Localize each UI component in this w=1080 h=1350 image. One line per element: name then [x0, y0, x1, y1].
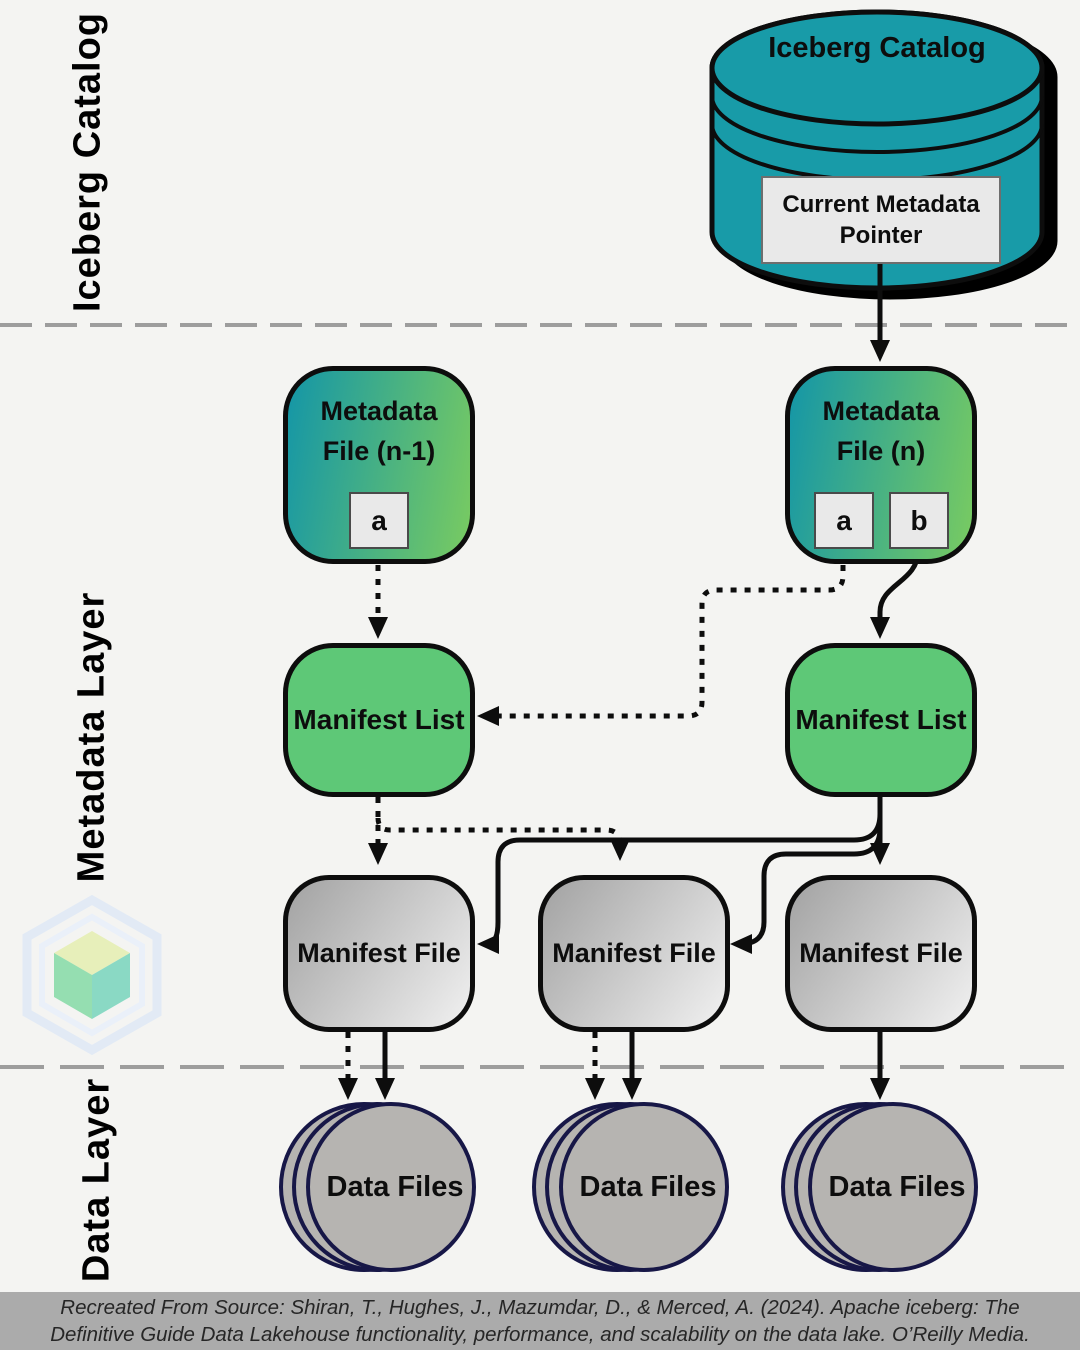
manifest-list-previous: Manifest List: [283, 643, 475, 797]
current-metadata-pointer: Current Metadata Pointer: [761, 176, 1001, 264]
arrow-manifest-list-left-to-manifest-file-middle: [375, 817, 630, 861]
metadata-file-n-title: Metadata File (n): [822, 396, 940, 466]
metadata-file-n-1-title: Metadata File (n-1): [320, 396, 438, 466]
data-files-stack-2: [532, 1102, 729, 1272]
layer-label-iceberg-catalog: Iceberg Catalog: [66, 11, 109, 313]
arrow-manifest-list-right-to-manifest-file-left: [477, 813, 883, 954]
data-files-stack-1: [279, 1102, 476, 1272]
snapshot-box-b: b: [889, 492, 949, 549]
source-citation: Recreated From Source: Shiran, T., Hughe…: [0, 1292, 1080, 1350]
data-files-stack-3: [781, 1102, 978, 1272]
snapshot-box-a: a: [349, 492, 409, 549]
manifest-file-3: Manifest File: [785, 875, 977, 1032]
layer-label-metadata-layer: Metadata Layer: [70, 591, 113, 883]
catalog-cylinder-title: Iceberg Catalog: [768, 32, 986, 64]
manifest-list-current: Manifest List: [785, 643, 977, 797]
manifest-file-2: Manifest File: [538, 875, 730, 1032]
citation-line-1: Recreated From Source: Shiran, T., Hughe…: [60, 1296, 1020, 1319]
metadata-file-n: Metadata File (n) a b: [785, 366, 977, 564]
snapshot-box-a: a: [814, 492, 874, 549]
metadata-file-n-1: Metadata File (n-1) a: [283, 366, 475, 564]
data-files-label-1: Data Files: [326, 1171, 464, 1203]
layer-label-data-layer: Data Layer: [75, 1077, 118, 1283]
data-files-label-2: Data Files: [579, 1171, 717, 1203]
manifest-file-1: Manifest File: [283, 875, 475, 1032]
arrow-metadata-n-a-to-manifest-list-left: [477, 551, 846, 726]
data-files-label-3: Data Files: [828, 1171, 966, 1203]
iceberg-logo-watermark-icon: [22, 894, 162, 1056]
citation-line-2: Definitive Guide Data Lakehouse function…: [50, 1323, 1030, 1346]
